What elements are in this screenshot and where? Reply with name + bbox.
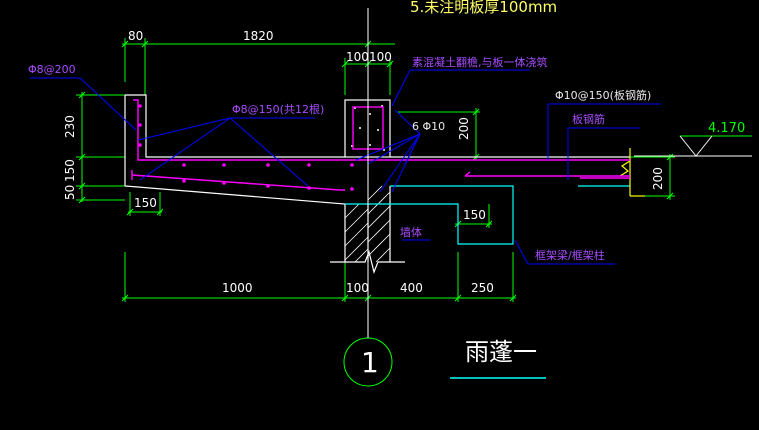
elevation-value: 4.170 [708, 121, 745, 136]
dim-100a: 100 [346, 50, 369, 64]
label-phi10-150: Φ10@150(板钢筋) [555, 88, 651, 102]
label-six-phi10: 6 Φ10 [412, 120, 445, 133]
label-phi8-200: Φ8@200 [28, 63, 76, 76]
leader-lines [30, 69, 660, 265]
slab-edge-yellow [619, 148, 645, 197]
dim-100-bot: 100 [346, 281, 369, 295]
dim-200-beam: 200 [457, 117, 471, 140]
dim-1820: 1820 [243, 29, 274, 43]
label-slab-rebar: 板钢筋 [572, 112, 605, 126]
label-phi8-150: Φ8@150(共12根) [232, 102, 324, 116]
dim-1000: 1000 [222, 281, 253, 295]
rebar-lines [131, 99, 630, 191]
elevation-mark: 4.170 [634, 121, 752, 157]
dim-150-left: 150 [63, 159, 77, 182]
dimension-labels: 80 1820 100 100 230 150 50 200 200 150 1… [63, 29, 665, 295]
label-frame: 框架梁/框架柱 [535, 248, 605, 262]
top-note: 5.未注明板厚100mm [410, 0, 557, 16]
rebar-dots [138, 104, 354, 191]
dim-150-step: 150 [463, 208, 486, 222]
dim-400: 400 [400, 281, 423, 295]
dim-80: 80 [128, 29, 143, 43]
label-wall: 墙体 [400, 225, 422, 239]
dim-50: 50 [63, 185, 77, 200]
wall-hatch [344, 185, 391, 263]
axis-bubble-label: 1 [361, 346, 379, 379]
dim-100b: 100 [369, 50, 392, 64]
label-concrete-note: 素混凝土翻檐,与板一体浇筑 [412, 55, 548, 69]
dim-230: 230 [63, 115, 77, 138]
structure-outline [124, 94, 630, 274]
drawing-title: 雨蓬一 [465, 338, 537, 366]
dim-250: 250 [471, 281, 494, 295]
beam-edge [345, 185, 630, 245]
dim-150-bottom: 150 [134, 196, 157, 210]
dim-200-right: 200 [651, 167, 665, 190]
